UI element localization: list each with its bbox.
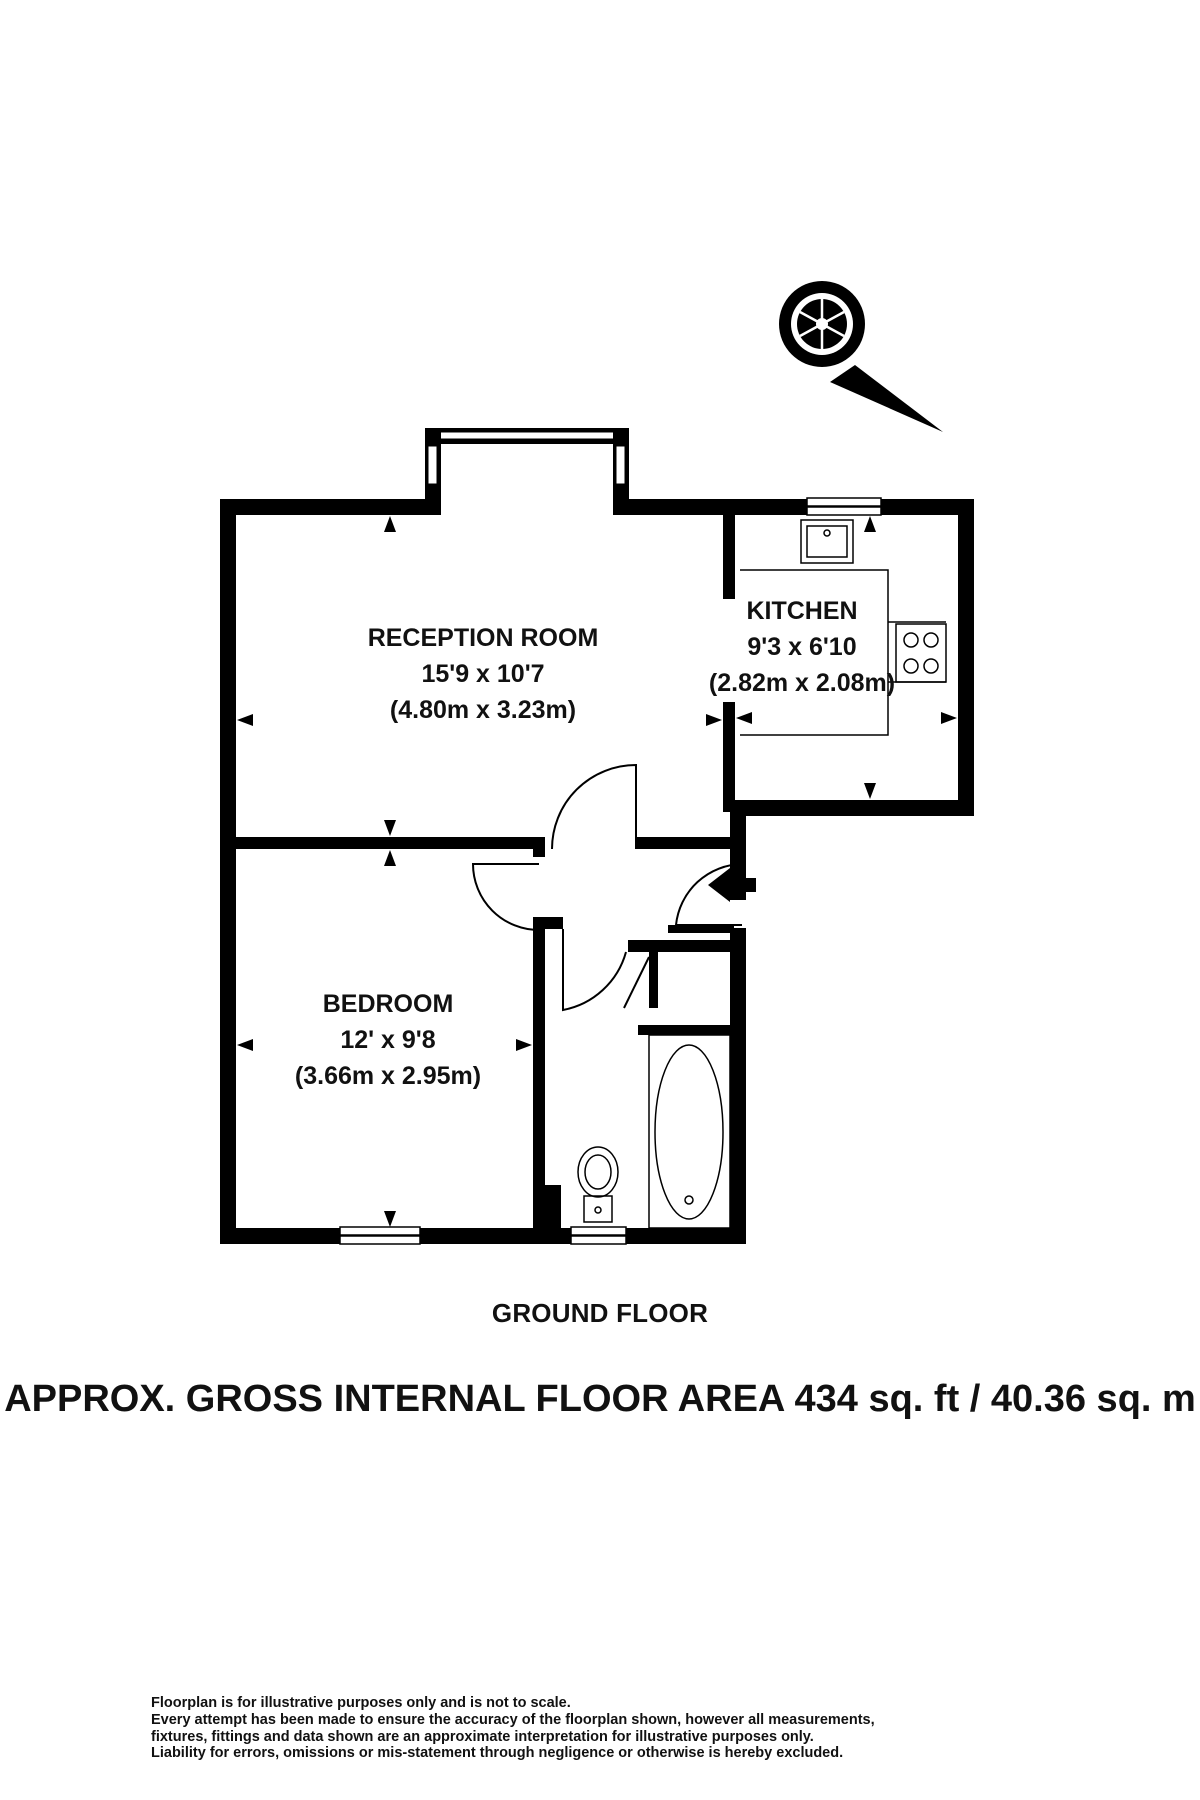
kitchen-name: KITCHEN xyxy=(746,597,857,625)
disclaimer-line: Floorplan is for illustrative purposes o… xyxy=(151,1695,571,1711)
reception-room-name: RECEPTION ROOM xyxy=(368,624,599,652)
bedroom-metric: (3.66m x 2.95m) xyxy=(295,1062,481,1090)
toilet-icon xyxy=(577,1146,619,1223)
reception-room-imperial: 15'9 x 10'7 xyxy=(421,660,544,688)
bay-window xyxy=(425,428,629,501)
reception-room-metric: (4.80m x 3.23m) xyxy=(390,696,576,724)
compass-icon xyxy=(779,281,943,432)
bedroom-imperial: 12' x 9'8 xyxy=(340,1026,435,1054)
disclaimer-line: Liability for errors, omissions or mis-s… xyxy=(151,1745,844,1762)
disclaimer-line: fixtures, fittings and data shown are an… xyxy=(151,1728,814,1745)
bath-icon xyxy=(648,1034,731,1229)
kitchen-imperial: 9'3 x 6'10 xyxy=(747,633,856,661)
dimension-arrows xyxy=(237,516,957,1227)
internal-walls xyxy=(236,515,735,1235)
external-walls xyxy=(220,499,974,1244)
disclaimer: Floorplan is for illustrative purposes o… xyxy=(151,1695,1051,1762)
floor-label: GROUND FLOOR xyxy=(491,1298,709,1328)
windows xyxy=(339,497,882,1245)
kitchen-metric: (2.82m x 2.08m) xyxy=(709,669,895,697)
entrance-arrow-icon xyxy=(708,868,756,902)
doors xyxy=(471,763,743,1012)
floor-area: APPROX. GROSS INTERNAL FLOOR AREA 434 sq… xyxy=(4,1378,1196,1420)
disclaimer-line: Every attempt has been made to ensure th… xyxy=(151,1711,875,1728)
sink-icon xyxy=(800,519,854,564)
bedroom-name: BEDROOM xyxy=(323,990,454,1018)
hob-icon xyxy=(895,623,947,683)
